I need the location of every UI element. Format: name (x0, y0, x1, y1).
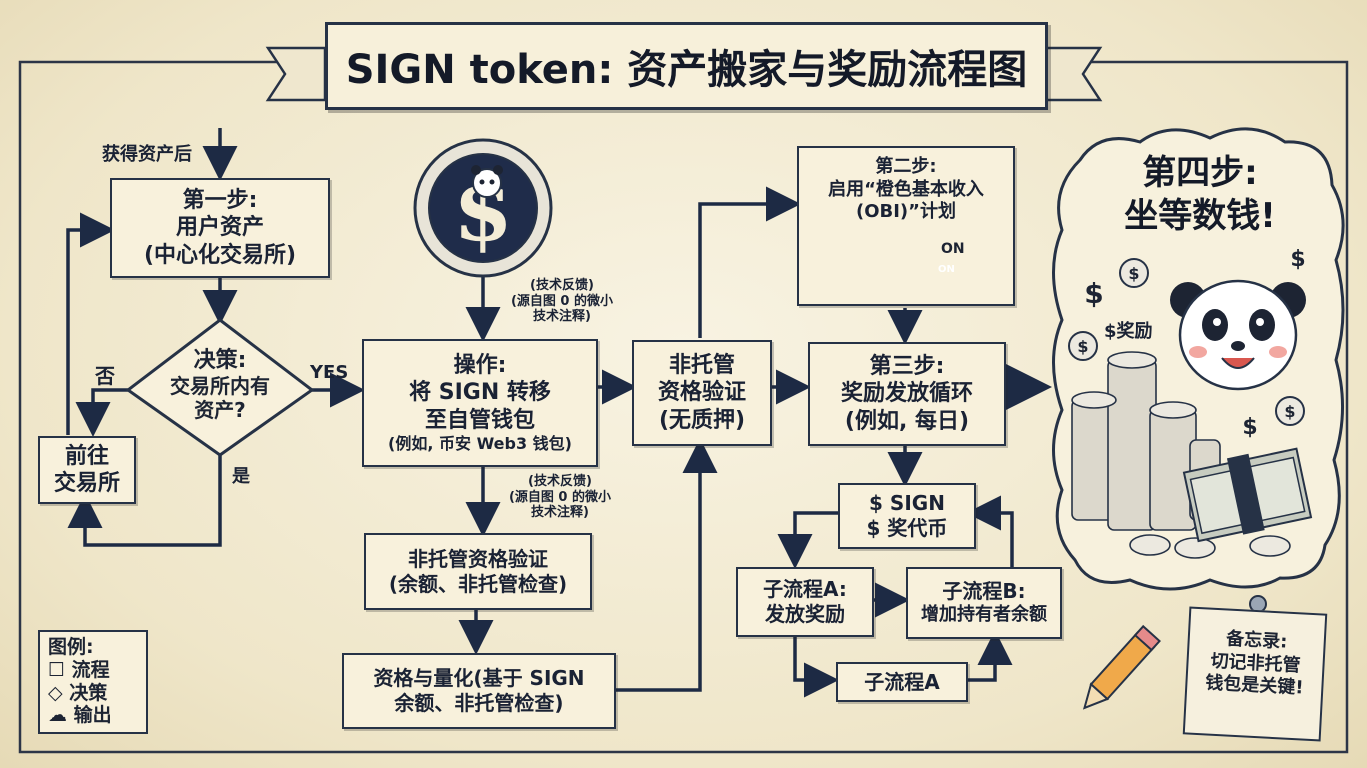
legend: 图例: ☐ 流程 ◇ 决策 ☁ 输出 (38, 630, 148, 734)
goto-exchange-box[interactable]: 前往 交易所 (38, 436, 136, 504)
decision-line1: 决策: (193, 348, 247, 373)
step1-box[interactable]: 第一步: 用户资产 (中心化交易所) (110, 178, 330, 278)
pencil-icon (1082, 624, 1161, 710)
panda-icon (1170, 279, 1306, 391)
step1-line1: 第一步: (182, 187, 258, 213)
cash-bundle-icon (1182, 447, 1313, 543)
subprocess-a2-box[interactable]: 子流程A (836, 662, 968, 702)
step3-line2: 奖励发放循环 (840, 381, 973, 407)
operation-line2: 将 SIGN 转移 (409, 380, 551, 406)
subprocess-a-box[interactable]: 子流程A: 发放奖励 (736, 567, 874, 637)
flow-arrows (66, 128, 1052, 698)
start-label: 获得资产后 (102, 144, 192, 165)
sign-reward-box[interactable]: $ SIGN $ 奖代币 (838, 483, 976, 549)
legend-output: ☁ 输出 (48, 704, 112, 727)
tech-note-top-line1: (技术反馈) (530, 278, 594, 293)
tech-note-bottom-line3: 技术注释) (531, 505, 589, 521)
tech-note-bottom-line2: (源自图 0 的微小 (508, 489, 612, 505)
svg-text:$: $ (1242, 415, 1257, 440)
step3-line1: 第三步: (869, 353, 945, 379)
step4-line2: 坐等数钱! (1124, 195, 1276, 236)
step3-line3: (例如, 每日) (844, 408, 970, 434)
memo-note: 备忘录: 切记非托管 钱包是关键! (1182, 606, 1328, 742)
svg-text:$: $ (1128, 264, 1139, 283)
svg-text:$: $ (1084, 277, 1103, 310)
operation-box[interactable]: 操作: 将 SIGN 转移 至自管钱包 (例如, 币安 Web3 钱包) (362, 339, 598, 467)
step2-line1: 第二步: (875, 156, 937, 177)
reward-tag: $奖励 (1104, 321, 1153, 342)
tech-note-top-line3: 技术注释) (533, 309, 591, 325)
sign-reward-line2: $ 奖代币 (866, 516, 948, 540)
goto-line1: 前往 (64, 443, 109, 469)
decision-label: 决策: 交易所内有 资产? (148, 348, 292, 422)
legend-process: ☐ 流程 (48, 658, 110, 681)
toggle-label: ON (941, 241, 965, 257)
operation-line4: (例如, 币安 Web3 钱包) (388, 434, 572, 454)
subB-line2: 增加持有者余额 (921, 604, 1047, 626)
noncustody-line2: 资格验证 (657, 380, 746, 406)
subprocess-b-box[interactable]: 子流程B: 增加持有者余额 (906, 567, 1062, 639)
noncustody-line1: 非托管 (668, 352, 735, 378)
step1-line3: (中心化交易所) (143, 242, 297, 268)
title-ribbon (265, 46, 1103, 102)
page-title: SIGN token: 资产搬家与奖励流程图 (325, 22, 1048, 110)
svg-text:$: $ (1284, 402, 1295, 421)
sign-coin-icon: $ (413, 138, 553, 278)
operation-line1: 操作: (453, 352, 507, 378)
step4-line1: 第四步: (1142, 153, 1258, 193)
subA-line1: 子流程A: (763, 577, 847, 601)
subB-line1: 子流程B: (942, 579, 1026, 604)
decision-line2: 交易所内有 (170, 374, 270, 399)
yes-cn-label: 是 (232, 466, 250, 487)
subA-line2: 发放奖励 (765, 602, 845, 626)
yes-label: YES (310, 362, 349, 383)
noncustody-box[interactable]: 非托管 资格验证 (无质押) (632, 340, 772, 446)
decision-diamond (125, 318, 315, 457)
goto-line2: 交易所 (53, 471, 120, 496)
no-label: 否 (95, 364, 115, 388)
svg-text:$: $ (1290, 247, 1305, 272)
tech-note-bottom: (技术反馈) (源自图 0 的微小 技术注释) (490, 474, 630, 521)
subA2-label: 子流程A (864, 669, 940, 694)
noncustody-line3: (无质押) (658, 407, 746, 433)
sign-reward-line1: $ SIGN (869, 491, 945, 515)
quantify-box[interactable]: 资格与量化(基于 SIGN 余额、非托管检查) (342, 653, 616, 729)
legend-decision: ◇ 决策 (48, 681, 108, 704)
svg-text:$: $ (1077, 337, 1088, 356)
floating-coins: $ $ $ $ $ $ (1068, 247, 1306, 440)
toggle-text: ON (938, 264, 955, 275)
tech-note-bottom-line1: (技术反馈) (528, 474, 592, 489)
verify-line1: 非托管资格验证 (408, 546, 548, 571)
step2-box[interactable]: 第二步: 启用“橙色基本收入 (OBI)”计划 (797, 146, 1015, 306)
legend-title: 图例: (48, 636, 94, 658)
operation-line3: 至自管钱包 (424, 407, 535, 433)
step2-line3: (OBI)”计划 (855, 201, 956, 222)
step4-title: 第四步: 坐等数钱! (1105, 152, 1295, 237)
quantify-line2: 余额、非托管检查) (394, 691, 564, 715)
decision-line3: 资产? (194, 398, 246, 423)
tech-note-top: (技术反馈) (源自图 0 的微小 技术注释) (492, 278, 632, 325)
step2-line2: 启用“橙色基本收入 (828, 178, 984, 200)
tech-note-top-line2: (源自图 0 的微小 (510, 293, 614, 309)
step1-line2: 用户资产 (175, 215, 264, 241)
quantify-line1: 资格与量化(基于 SIGN (373, 666, 585, 690)
verify-box[interactable]: 非托管资格验证 (余额、非托管检查) (364, 533, 592, 610)
step3-box[interactable]: 第三步: 奖励发放循环 (例如, 每日) (808, 342, 1006, 446)
verify-line2: (余额、非托管检查) (388, 571, 568, 596)
